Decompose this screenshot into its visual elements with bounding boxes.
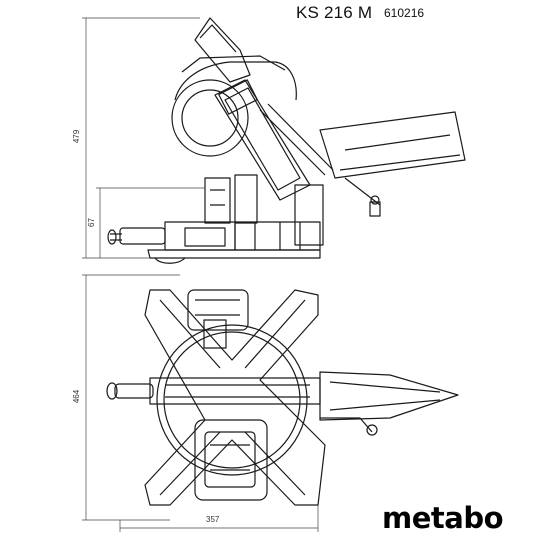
dimension-label-table-height: 67 xyxy=(86,218,96,227)
dimension-label-top-depth: 464 xyxy=(72,389,82,404)
dimension-lines xyxy=(82,17,319,532)
side-view xyxy=(107,17,466,264)
dimension-label-side-height: 479 xyxy=(72,129,82,144)
model-title: KS 216 M xyxy=(296,3,373,22)
article-number: 610216 xyxy=(384,6,425,20)
metabo-logo: metabo xyxy=(382,501,504,535)
top-view xyxy=(106,289,459,506)
dimension-label-top-width: 357 xyxy=(206,515,220,524)
